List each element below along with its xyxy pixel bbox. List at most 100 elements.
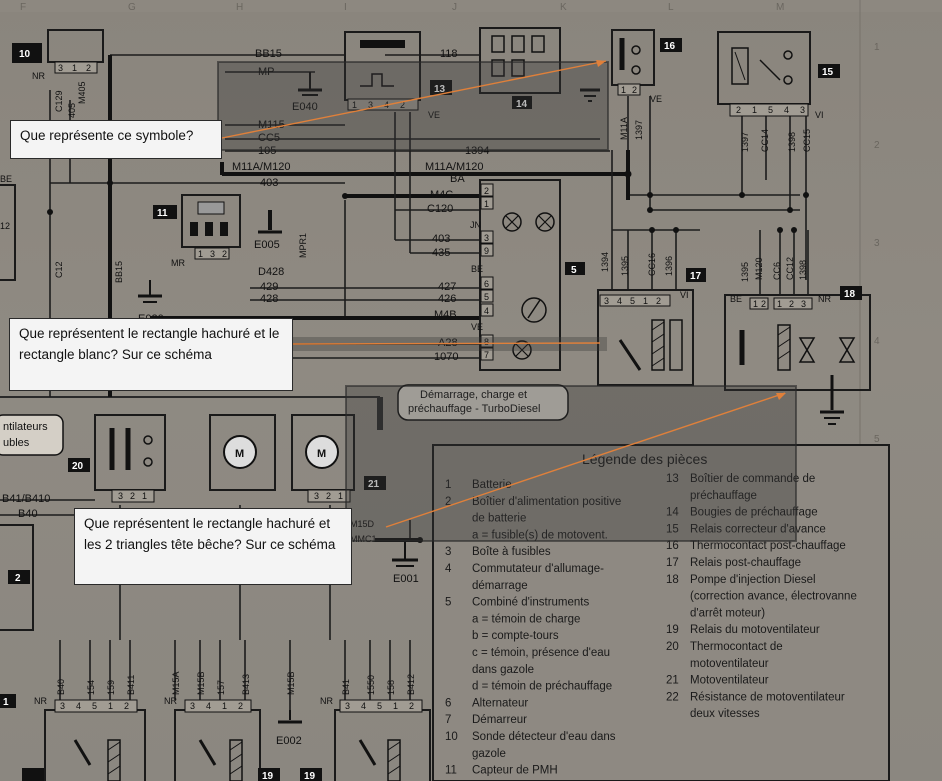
connector-pin xyxy=(480,347,494,361)
component-16: 1 2 VE 16 xyxy=(611,29,682,104)
svg-text:1397: 1397 xyxy=(740,132,750,152)
grid-column-letter: F xyxy=(20,2,26,13)
svg-text:M11A: M11A xyxy=(619,117,629,140)
grid-row-number: 1 xyxy=(874,42,880,53)
svg-text:1394: 1394 xyxy=(600,252,610,272)
legend-item-text: Bougies de préchauffage xyxy=(690,507,818,519)
svg-text:1: 1 xyxy=(222,701,227,711)
svg-text:1398: 1398 xyxy=(787,132,797,152)
ground-symbols xyxy=(138,72,418,724)
svg-text:CC5: CC5 xyxy=(258,132,280,144)
legend-item-number: 20 xyxy=(666,641,679,653)
bottom-wire-label: 159 xyxy=(106,680,116,695)
connector-pin-label: 4 xyxy=(484,306,489,316)
question-box-relay: Que représentent le rectangle hachuré et… xyxy=(9,318,293,391)
svg-text:1: 1 xyxy=(72,63,77,73)
overlay-regions xyxy=(217,61,797,542)
legend-item-number: 2 xyxy=(445,496,451,508)
legend-item-text: c = témoin, présence d'eau xyxy=(472,647,610,659)
svg-text:2: 2 xyxy=(124,701,129,711)
svg-text:BB15: BB15 xyxy=(255,48,282,60)
connector-pin xyxy=(480,196,494,210)
svg-text:MPR1: MPR1 xyxy=(298,233,308,258)
svg-text:VE: VE xyxy=(428,110,440,120)
svg-text:M4C: M4C xyxy=(430,189,453,201)
legend-item-text: Relais post-chauffage xyxy=(690,557,801,569)
svg-text:4: 4 xyxy=(784,105,789,115)
svg-text:3: 3 xyxy=(190,701,195,711)
svg-text:1395: 1395 xyxy=(740,262,750,282)
svg-text:1396: 1396 xyxy=(664,256,674,276)
svg-text:CC6: CC6 xyxy=(772,262,782,280)
legend-item-number: 21 xyxy=(666,675,679,687)
svg-text:403: 403 xyxy=(432,233,450,245)
question-text: Que représentent le rectangle hachuré et… xyxy=(84,516,336,552)
svg-text:2: 2 xyxy=(222,249,227,259)
component-14: 14 xyxy=(479,27,600,110)
connector-pin-label: 8 xyxy=(484,337,489,347)
svg-text:3: 3 xyxy=(345,701,350,711)
grid-column-letter: G xyxy=(128,2,136,13)
svg-text:B40: B40 xyxy=(18,508,38,520)
legend-item-text: Résistance de motoventilateur xyxy=(690,691,845,703)
bottom-wire-label: 154 xyxy=(86,680,96,695)
legend-item-text: deux vitesses xyxy=(690,708,760,720)
svg-text:3: 3 xyxy=(801,299,806,309)
legend-item-number: 3 xyxy=(445,546,451,558)
svg-text:1398: 1398 xyxy=(798,260,808,280)
svg-text:M: M xyxy=(235,448,244,460)
svg-text:4: 4 xyxy=(361,701,366,711)
connector-pin xyxy=(480,183,494,197)
connector-pin xyxy=(480,303,494,317)
svg-text:5: 5 xyxy=(377,701,382,711)
svg-text:10: 10 xyxy=(19,49,31,60)
svg-text:VI: VI xyxy=(680,290,689,300)
legend-item-text: Boîte à fusibles xyxy=(472,546,551,558)
grid-column-letter: L xyxy=(668,2,674,13)
svg-text:12: 12 xyxy=(0,221,10,231)
legend-item-text: Relais du motoventilateur xyxy=(690,624,820,636)
legend-item-number: 13 xyxy=(666,473,679,485)
legend-item-number: 15 xyxy=(666,523,679,535)
svg-text:2: 2 xyxy=(632,85,637,95)
svg-text:2: 2 xyxy=(130,491,135,501)
svg-text:1: 1 xyxy=(142,491,147,501)
legend-item-number: 6 xyxy=(445,697,451,709)
svg-text:M405: M405 xyxy=(77,81,87,104)
legend-item-text: dans gazole xyxy=(472,664,534,676)
svg-text:5: 5 xyxy=(630,296,635,306)
svg-text:préchauffage - TurboDiesel: préchauffage - TurboDiesel xyxy=(408,403,541,415)
svg-text:VI: VI xyxy=(815,110,824,120)
svg-text:2: 2 xyxy=(789,299,794,309)
grid-column-letter: K xyxy=(560,2,567,13)
svg-text:VE: VE xyxy=(471,322,483,332)
svg-text:1: 1 xyxy=(352,100,357,110)
bottom-wire-label: 157 xyxy=(216,680,226,695)
svg-text:2: 2 xyxy=(736,105,741,115)
svg-text:MR: MR xyxy=(171,258,185,268)
svg-text:4: 4 xyxy=(206,701,211,711)
bottom-wire-label: B412 xyxy=(406,674,416,695)
legend-item-number: 18 xyxy=(666,574,679,586)
legend-item-text: gazole xyxy=(472,748,506,760)
legend-item-text: Alternateur xyxy=(472,697,528,709)
legend-item-text: Boîtier de commande de xyxy=(690,473,815,485)
svg-text:3: 3 xyxy=(604,296,609,306)
svg-text:1: 1 xyxy=(108,701,113,711)
svg-text:CC15: CC15 xyxy=(802,129,812,152)
legend-item-text: a = témoin de charge xyxy=(472,613,580,625)
svg-text:4: 4 xyxy=(76,701,81,711)
component-18: 1 2 1 2 3 BE NR 18 xyxy=(724,286,871,425)
svg-text:2: 2 xyxy=(409,701,414,711)
svg-text:NR: NR xyxy=(320,696,333,706)
legend-item-number: 4 xyxy=(445,563,452,575)
connector-pin-label: 7 xyxy=(484,350,489,360)
grid-column-letter: H xyxy=(236,2,243,13)
legend-title: Légende des pièces xyxy=(582,451,707,467)
junction-dots xyxy=(47,170,809,543)
svg-text:426: 426 xyxy=(438,293,456,305)
grid-row-number: 3 xyxy=(874,238,880,249)
legend-box: Légende des pièces 1Batterie2Boîtier d'a… xyxy=(432,444,890,781)
